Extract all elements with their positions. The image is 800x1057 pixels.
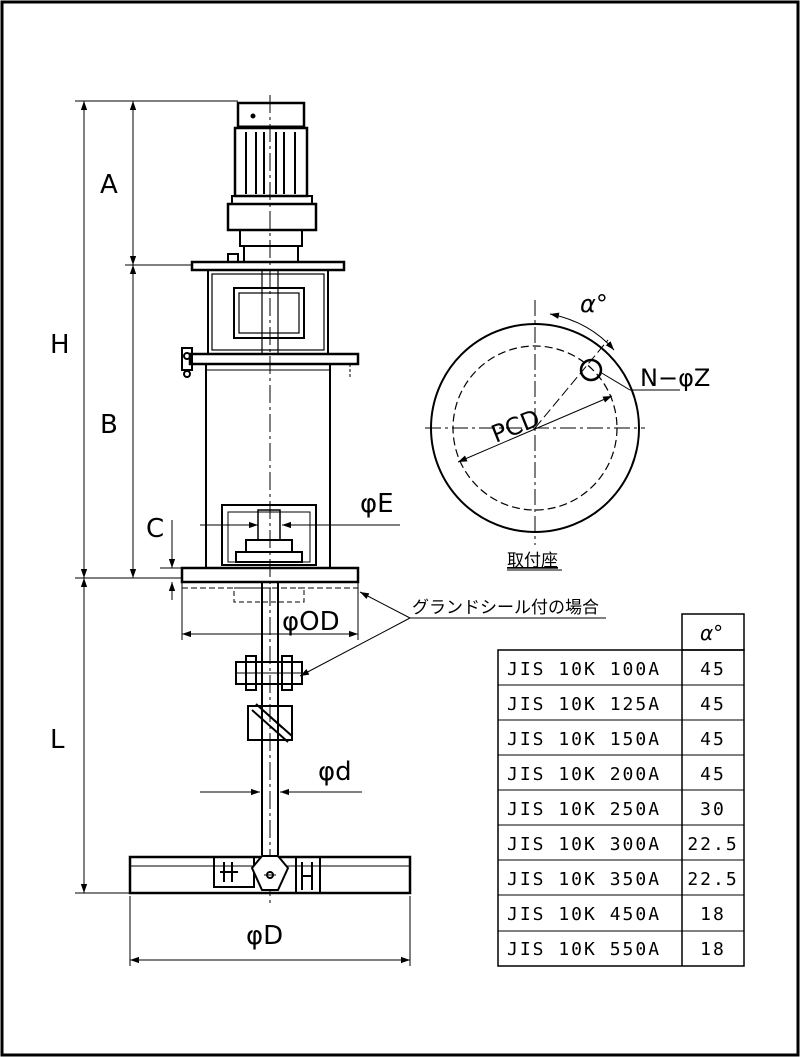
flange-caption: 取付座 — [507, 551, 558, 571]
table-row-alpha: 45 — [700, 659, 726, 680]
impeller — [128, 855, 412, 895]
shaft-support — [247, 703, 293, 743]
bearing-stand — [181, 260, 360, 378]
table-row-alpha: 45 — [700, 729, 726, 750]
casing — [205, 364, 331, 568]
table-row-name: JIS 10K 450A — [507, 904, 661, 925]
flange-detail — [425, 300, 680, 545]
dim-label-a: A — [100, 170, 118, 200]
flange-bolt-label: N−φZ — [640, 364, 710, 392]
dim-label-phi-d-impeller: φD — [246, 921, 283, 951]
dim-label-c: C — [146, 514, 164, 544]
bolt-hole — [579, 358, 603, 382]
gland-seal-note: グランドシール付の場合 — [412, 598, 599, 618]
table-row-alpha: 45 — [700, 764, 726, 785]
dimension-lines — [75, 100, 606, 966]
table-row-name: JIS 10K 150A — [507, 729, 661, 750]
table-header-alpha: α° — [700, 621, 723, 645]
mounting-flange — [180, 566, 360, 603]
flange-alpha-label: α° — [580, 290, 608, 318]
table-row-name: JIS 10K 125A — [507, 694, 661, 715]
table-row-alpha: 18 — [700, 939, 726, 960]
reducer — [226, 195, 318, 263]
alpha-table — [497, 613, 745, 967]
dim-label-phi-od: φOD — [282, 607, 340, 637]
dim-label-b: B — [100, 410, 118, 440]
table-row-alpha: 30 — [700, 799, 726, 820]
table-row-alpha: 22.5 — [687, 869, 738, 890]
dim-label-phi-e: φE — [360, 489, 394, 519]
table-rows: JIS 10K 100A 45 JIS 10K 125A 45 JIS 10K … — [507, 659, 738, 960]
dimension-labels: A H B C L φE φOD φd φD — [50, 170, 394, 951]
table-row-name: JIS 10K 350A — [507, 869, 661, 890]
dim-label-phi-d: φd — [318, 757, 352, 787]
dim-label-l: L — [50, 725, 65, 755]
table-row-name: JIS 10K 250A — [507, 799, 661, 820]
table-row-name: JIS 10K 100A — [507, 659, 661, 680]
motor — [233, 101, 309, 198]
table-row-alpha: 22.5 — [687, 834, 738, 855]
dim-label-h: H — [50, 330, 70, 360]
coupling — [235, 655, 303, 691]
table-row-name: JIS 10K 550A — [507, 939, 661, 960]
table-row-alpha: 18 — [700, 904, 726, 925]
table-row-name: JIS 10K 200A — [507, 764, 661, 785]
table-row-name: JIS 10K 300A — [507, 834, 661, 855]
mixer-assembly — [128, 95, 412, 905]
table-row-alpha: 45 — [700, 694, 726, 715]
